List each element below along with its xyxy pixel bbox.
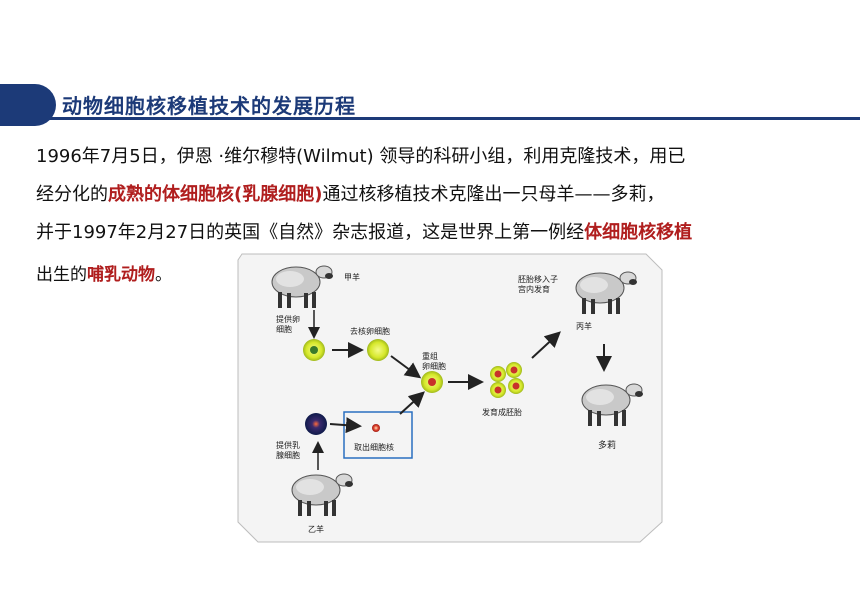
paragraph-line-4: 出生的哺乳动物。 xyxy=(36,260,172,285)
implant-label-1: 胚胎移入子 xyxy=(518,274,558,284)
text-segment: 出生的 xyxy=(36,265,87,285)
provide-egg-label-1: 提供卵 xyxy=(276,314,300,324)
provide-mammary-label-2: 腺细胞 xyxy=(276,450,300,460)
extract-nucleus-label: 取出细胞核 xyxy=(354,442,394,452)
provide-egg-label-2: 细胞 xyxy=(276,324,292,334)
provide-mammary-label-1: 提供乳 xyxy=(276,440,300,450)
cloning-diagram: 甲羊 提供卵 细胞 去核卵细胞 重组 卵细胞 发育成胚胎 胚胎移入子 宫内发育 … xyxy=(237,253,663,543)
enucleated-egg-label: 去核卵细胞 xyxy=(350,326,390,336)
highlight-text: 哺乳动物 xyxy=(87,265,155,285)
enucleated-egg-icon xyxy=(367,339,389,361)
arrow-up-right xyxy=(531,331,561,359)
dolly-label: 多莉 xyxy=(598,439,616,451)
implant-label-2: 宫内发育 xyxy=(518,284,550,294)
extracted-nucleus-icon xyxy=(372,424,380,432)
paragraph-line-1: 1996年7月5日，伊恩 ·维尔穆特(Wilmut) 领导的科研小组，利用克隆技… xyxy=(36,146,686,167)
text-segment: 通过核移植技术克隆出一只母羊——多莉， xyxy=(322,184,665,205)
reconstructed-nucleus-icon xyxy=(428,378,436,386)
figure-frame xyxy=(237,253,663,543)
mammary-cell-icon xyxy=(305,413,327,435)
sheep-b-label: 乙羊 xyxy=(308,524,324,534)
text-segment: 经分化的 xyxy=(36,184,108,205)
arrow-up-right xyxy=(399,391,425,415)
reconstructed-egg-label-2: 卵细胞 xyxy=(422,361,446,371)
text-segment: 。 xyxy=(155,265,172,285)
paragraph-line-2: 经分化的成熟的体细胞核(乳腺细胞)通过核移植技术克隆出一只母羊——多莉， xyxy=(36,180,664,206)
title-bar: 动物细胞核移植技术的发展历程 xyxy=(0,84,860,126)
egg-nucleus-icon xyxy=(310,346,318,354)
sheep-a-label: 甲羊 xyxy=(344,272,360,282)
text-segment: 并于1997年2月27日的英国《自然》杂志报道，这是世界上第一例经 xyxy=(36,222,585,243)
paragraph-line-3: 并于1997年2月27日的英国《自然》杂志报道，这是世界上第一例经体细胞核移植 xyxy=(36,218,692,244)
highlight-text: 成熟的体细胞核(乳腺细胞) xyxy=(108,184,323,205)
reconstructed-egg-label-1: 重组 xyxy=(422,351,438,361)
embryo-icon xyxy=(490,362,524,398)
arrow-right xyxy=(329,417,362,434)
extraction-box xyxy=(343,411,413,459)
sheep-c-label: 丙羊 xyxy=(576,321,592,331)
title-underline xyxy=(40,117,860,120)
highlight-text: 体细胞核移植 xyxy=(584,222,693,243)
page-title: 动物细胞核移植技术的发展历程 xyxy=(62,94,356,118)
embryo-label: 发育成胚胎 xyxy=(482,407,522,417)
arrow-diagonal xyxy=(390,355,422,379)
